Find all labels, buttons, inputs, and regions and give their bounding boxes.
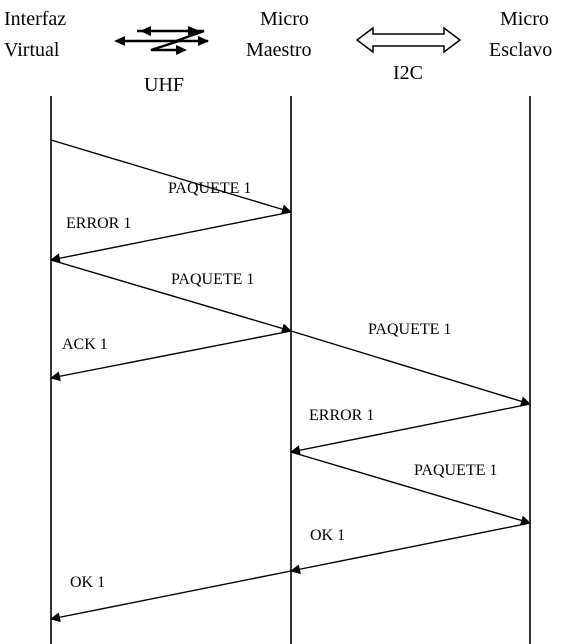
message-label: ERROR 1 xyxy=(66,215,131,232)
message-label: OK 1 xyxy=(310,527,345,544)
message-label: PAQUETE 1 xyxy=(368,321,451,338)
double-arrow-icon xyxy=(355,26,462,54)
message-label: PAQUETE 1 xyxy=(171,271,254,288)
participant-interfaz-line2: Virtual xyxy=(4,39,60,61)
message-arrow xyxy=(50,570,292,623)
lightning-arrows-icon xyxy=(114,26,209,55)
message-arrow xyxy=(290,522,531,575)
participant-interfaz-line1: Interfaz xyxy=(4,8,66,30)
message-arrow xyxy=(50,259,292,334)
participant-esclavo-line2: Esclavo xyxy=(489,39,552,61)
message-arrow xyxy=(290,451,531,526)
message-label: PAQUETE 1 xyxy=(168,180,251,197)
message-label: ACK 1 xyxy=(62,336,108,353)
message-arrow xyxy=(290,403,531,456)
participant-maestro-line1: Micro xyxy=(260,8,309,30)
message-label: OK 1 xyxy=(70,574,105,591)
message-arrow xyxy=(50,330,292,382)
message-arrow xyxy=(50,211,292,264)
participant-maestro-line2: Maestro xyxy=(246,39,312,61)
uhf-label: UHF xyxy=(144,74,184,96)
message-label: ERROR 1 xyxy=(309,407,374,424)
participant-esclavo-line1: Micro xyxy=(500,8,549,30)
message-arrow xyxy=(50,139,292,215)
message-label: PAQUETE 1 xyxy=(414,462,497,479)
i2c-label: I2C xyxy=(393,62,423,84)
message-arrow xyxy=(290,330,531,407)
